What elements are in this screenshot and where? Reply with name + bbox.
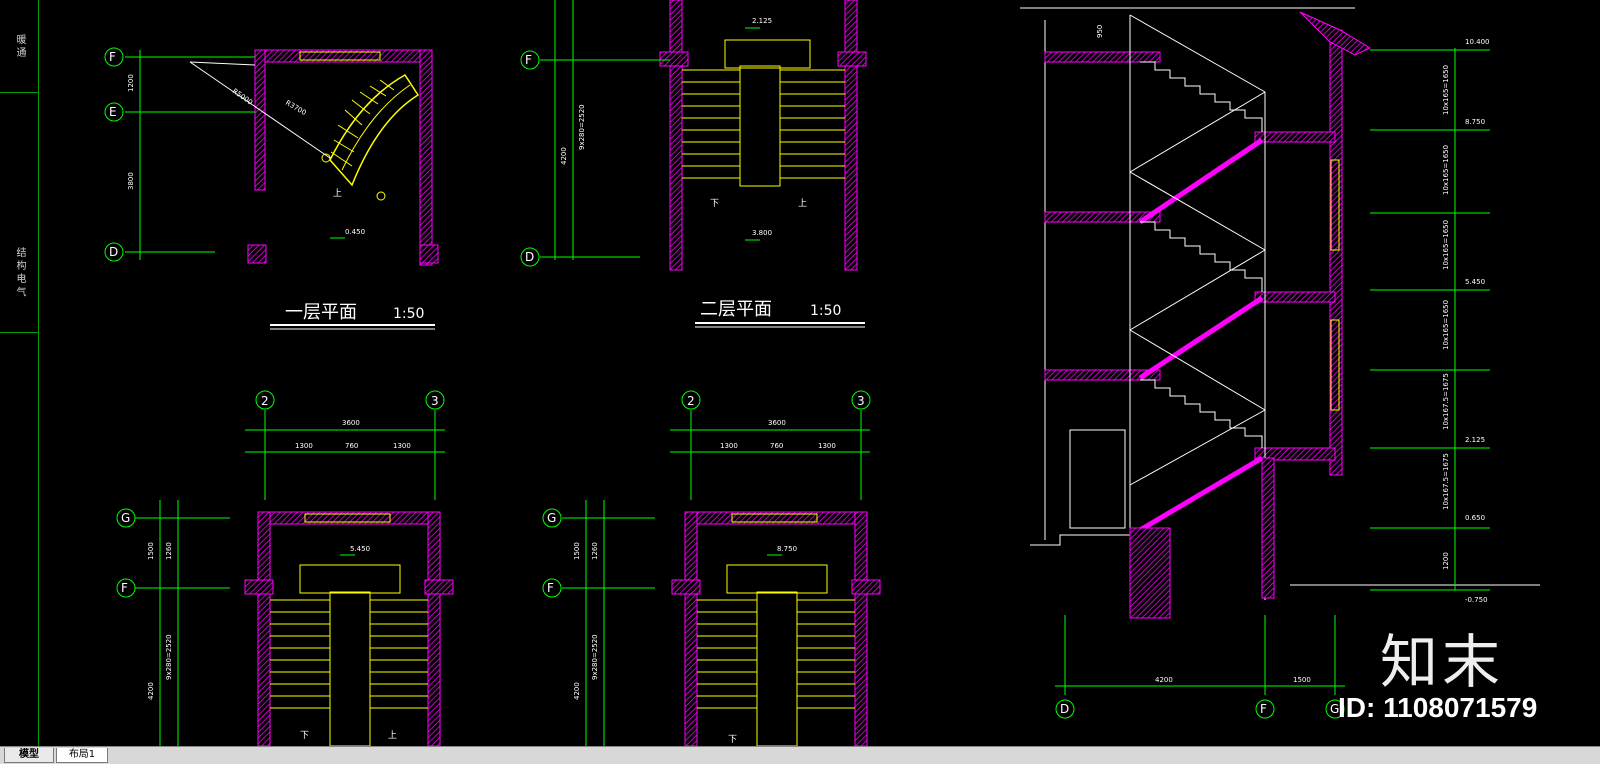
grid-label-2: 2 (261, 394, 269, 408)
dimension-text: 1500 (1293, 676, 1311, 684)
grid-label-g: G (547, 511, 556, 525)
dimension-text: 4200 (560, 147, 568, 165)
dimension-text: 3600 (342, 419, 360, 427)
elevation-label: 5.450 (1465, 278, 1485, 286)
stair-section: 10.400 8.750 5.450 2.125 0.650 -0.750 10… (1020, 7, 1540, 719)
stair-down-label: 下 (728, 735, 737, 745)
elevation-label: 8.750 (1465, 118, 1485, 126)
dimension-text: 10x167.5=1675 (1442, 453, 1450, 510)
elevation-label: 3.800 (752, 229, 772, 237)
dimension-text: 1200 (127, 74, 135, 92)
grid-label-d: D (109, 245, 118, 259)
floor2-plan: F D 4200 9x280=2520 2.125 3.800 下 上 二层平面… (520, 0, 867, 328)
watermark-id: ID: 1108071579 (1338, 692, 1538, 723)
grid-label-f: F (1260, 702, 1267, 716)
elevation-label: 0.450 (345, 228, 365, 236)
floor1-scale: 1:50 (393, 306, 424, 322)
stair-down-label: 下 (710, 199, 719, 209)
dimension-text: 760 (770, 442, 783, 450)
elevation-label: 2.125 (1465, 436, 1485, 444)
watermark-logo: 知末 (1380, 628, 1505, 696)
grid-label-g: G (1330, 702, 1339, 716)
floor1-plan: R3700 R5000 F E D 1200 3800 0.450 上 一层平面… (104, 47, 439, 330)
grid-label-3: 3 (857, 394, 865, 408)
dimension-text: 9x280=2520 (591, 634, 599, 680)
dimension-text: 1300 (295, 442, 313, 450)
grid-label-f: F (525, 53, 532, 67)
dimension-text: 1200 (1442, 552, 1450, 570)
grid-label-e: E (109, 105, 117, 119)
dimension-text: 4200 (147, 682, 155, 700)
stair-down-label: 下 (300, 731, 309, 741)
grid-label-3: 3 (431, 394, 439, 408)
grid-label-d: D (1060, 702, 1069, 716)
tab-layout1[interactable]: 布局1 (56, 748, 108, 763)
dimension-text: 760 (345, 442, 358, 450)
dimension-text: 9x280=2520 (165, 634, 173, 680)
cad-drawing-canvas[interactable]: R3700 R5000 F E D 1200 3800 0.450 上 一层平面… (0, 0, 1600, 747)
dimension-text: 10x167.5=1675 (1442, 373, 1450, 430)
cad-drawing: R3700 R5000 F E D 1200 3800 0.450 上 一层平面… (104, 0, 1540, 747)
grid-label-f: F (121, 581, 128, 595)
dimension-text: 4200 (1155, 676, 1173, 684)
elevation-label: 0.650 (1465, 514, 1485, 522)
floor2-scale: 1:50 (810, 303, 841, 319)
floor2-title: 二层平面 (700, 299, 772, 320)
dimension-text: 1500 (147, 542, 155, 560)
elevation-label: 8.750 (777, 545, 797, 553)
grid-label-f: F (109, 50, 116, 64)
elevation-label: 5.450 (350, 545, 370, 553)
floor1-title: 一层平面 (285, 302, 357, 323)
radius-label: R3700 (284, 99, 308, 117)
elevation-label: -0.750 (1465, 596, 1488, 604)
grid-label-d: D (525, 250, 534, 264)
layout-tab-bar: 模型 布局1 (0, 746, 1600, 764)
floor4-plan: 2 3 3600 1300 760 1300 8.750 (542, 390, 881, 747)
dimension-text: 10x165=1650 (1442, 220, 1450, 270)
tab-model[interactable]: 模型 (4, 748, 54, 763)
grid-label-g: G (121, 511, 130, 525)
floor3-plan: 2 3 3600 1300 760 1300 5.450 (116, 390, 454, 747)
dimension-text: 1260 (165, 542, 173, 560)
dimension-text: 4200 (573, 682, 581, 700)
dimension-text: 3600 (768, 419, 786, 427)
dimension-text: 10x165=1650 (1442, 145, 1450, 195)
stair-up-label: 上 (333, 188, 342, 199)
grid-label-f: F (547, 581, 554, 595)
stair-up-label: 上 (388, 730, 397, 741)
dimension-text: 1300 (393, 442, 411, 450)
grid-label-2: 2 (687, 394, 695, 408)
dimension-text: 10x165=1650 (1442, 300, 1450, 350)
dimension-text: 950 (1096, 25, 1104, 38)
elevation-label: 2.125 (752, 17, 772, 25)
dimension-text: 1300 (818, 442, 836, 450)
elevation-label: 10.400 (1465, 38, 1490, 46)
dimension-text: 1300 (720, 442, 738, 450)
dimension-text: 3800 (127, 172, 135, 190)
stair-up-label: 上 (798, 198, 807, 209)
dimension-text: 10x165=1650 (1442, 65, 1450, 115)
sidebar-cell-hvac: 暖 通 (0, 0, 38, 93)
dimension-text: 9x280=2520 (578, 104, 586, 150)
sidebar-cell-structure: 结 构 电 气 (0, 212, 38, 333)
dimension-text: 1500 (573, 542, 581, 560)
radius-label: R5000 (231, 87, 254, 107)
dimension-text: 1260 (591, 542, 599, 560)
title-block-sidebar: 暖 通 结 构 电 气 (0, 0, 39, 746)
